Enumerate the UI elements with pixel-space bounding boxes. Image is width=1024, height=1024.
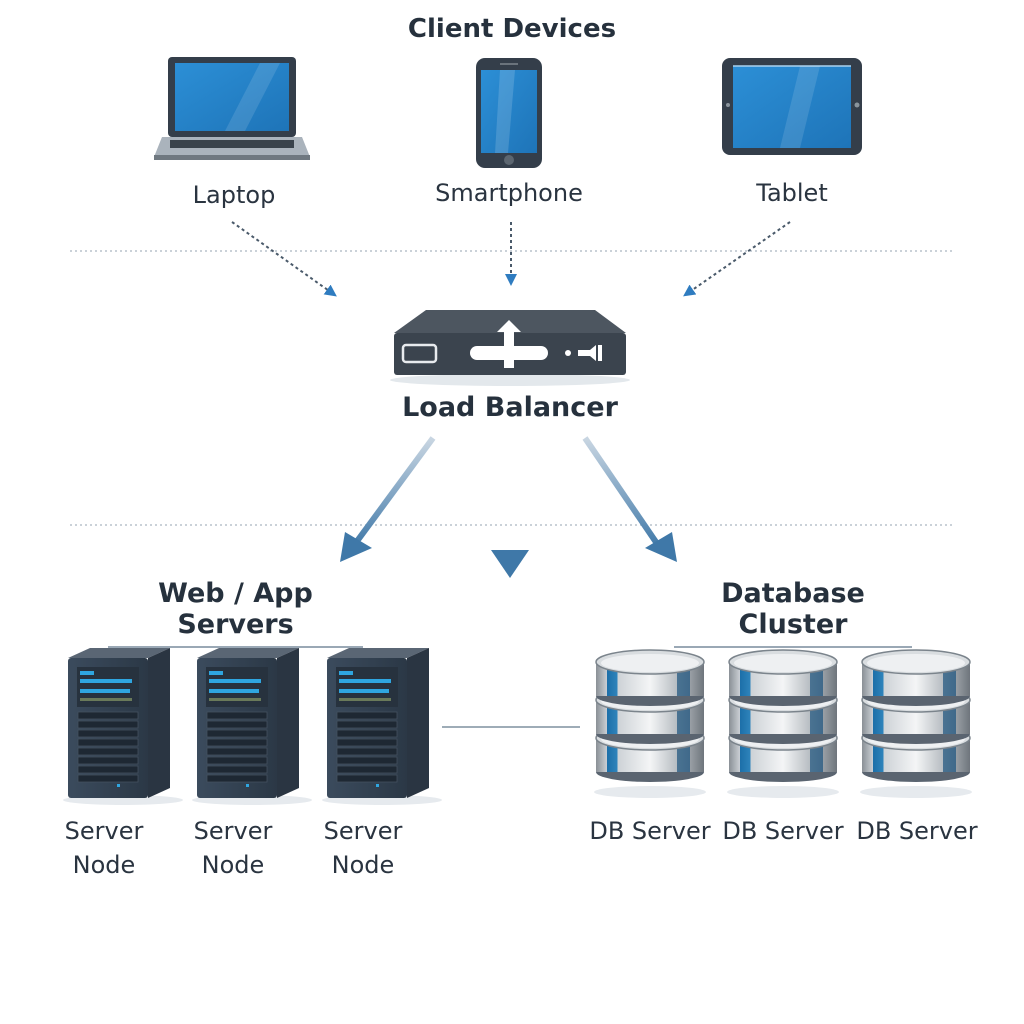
device-label-laptop: Laptop [192,181,276,209]
device-label-tablet: Tablet [756,179,828,207]
arrow-lb-to-web [349,436,436,550]
load-balancer-label: Load Balancer [402,392,618,423]
load-balancer-icon [390,310,630,386]
laptop-icon [154,57,310,160]
database-icon [594,649,706,798]
arrow-lb-to-db [582,436,663,550]
server-node-label-line1: Server [193,817,273,845]
database-icon [727,649,839,798]
arrow-tablet-to-lb [683,221,791,297]
arrowhead-center [491,550,529,578]
web-servers-title: Web / App Servers [108,578,363,648]
tablet-icon [722,58,862,155]
server-node-label-line2: Node [331,851,395,879]
server-node-label: Server Node [173,814,293,882]
arrow-laptop-to-lb [231,221,337,297]
server-node-label-line1: Server [64,817,144,845]
database-icon [860,649,972,798]
arrowhead-db [645,532,677,562]
db-server-label: DB Server [722,817,844,845]
server-node-label-line1: Server [323,817,403,845]
db-server-label: DB Server [856,817,978,845]
server-node-label-line2: Node [72,851,136,879]
server-tower-icon [192,648,312,805]
server-tower-icon [322,648,442,805]
server-node-label: Server Node [44,814,164,882]
arrowhead-web [340,532,372,562]
server-tower-icon [63,648,183,805]
smartphone-icon [476,58,542,168]
server-node-label: Server Node [303,814,423,882]
client-devices-title: Client Devices [407,14,617,44]
database-cluster-title: Database Cluster [674,578,912,648]
server-node-label-line2: Node [201,851,265,879]
device-label-smartphone: Smartphone [435,179,583,207]
db-server-label: DB Server [589,817,711,845]
